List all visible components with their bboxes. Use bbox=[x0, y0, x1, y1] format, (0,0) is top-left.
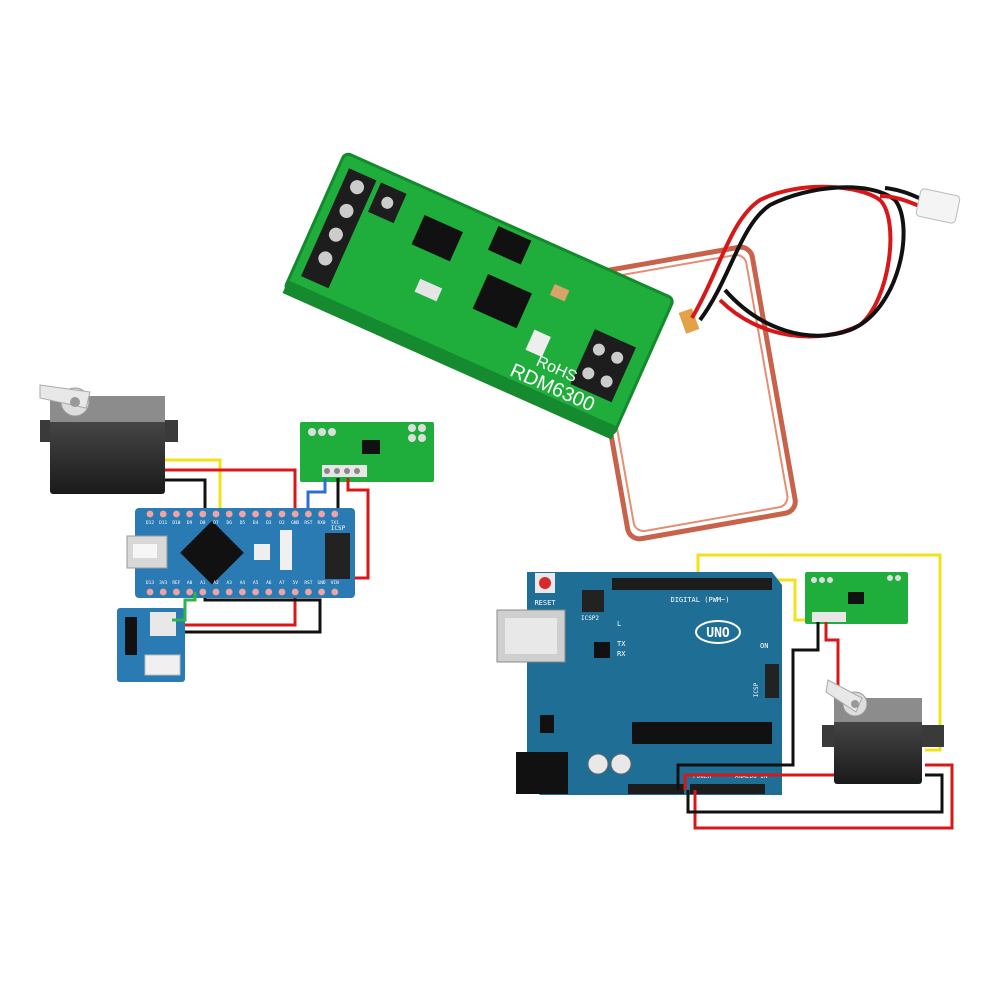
nano-pin-label: 5V bbox=[292, 580, 298, 586]
nano-pin bbox=[173, 510, 180, 518]
nano-pin-label: A6 bbox=[266, 580, 272, 586]
nano-pin bbox=[199, 510, 207, 518]
rdm6300-module-large: RDM6300 RoHS bbox=[282, 152, 961, 542]
nano-pin bbox=[212, 588, 220, 596]
nano-pin-label: GND bbox=[291, 520, 299, 526]
nano-pin bbox=[146, 510, 154, 518]
jst-connector-icon bbox=[915, 188, 961, 224]
uno-icsp-label: ICSP bbox=[753, 682, 760, 697]
nano-pin bbox=[331, 510, 339, 518]
nano-pin bbox=[318, 588, 325, 596]
nano-pin bbox=[199, 588, 207, 596]
nano-pin-label: A5 bbox=[253, 580, 259, 586]
nano-pin bbox=[239, 510, 246, 518]
chip-icon bbox=[411, 215, 463, 262]
nano-pin bbox=[252, 510, 259, 518]
rx-label: RX bbox=[617, 650, 626, 658]
arduino-uno-board: RESET ICSP2 DIGITAL (PWM~) UNO ON L TX R… bbox=[496, 572, 782, 795]
nano-pin bbox=[159, 510, 167, 518]
nano-pin bbox=[159, 588, 167, 596]
servo-adapter-board bbox=[117, 608, 185, 682]
nano-pin-label: A7 bbox=[279, 580, 285, 586]
rdm6300-module-small bbox=[300, 422, 434, 482]
nano-pin bbox=[186, 588, 194, 596]
nano-pin bbox=[173, 588, 180, 596]
nano-pin-label: A3 bbox=[226, 580, 232, 586]
servo-motor-icon bbox=[822, 679, 944, 784]
nano-pin-label: D11 bbox=[159, 520, 167, 526]
nano-pin-label: D12 bbox=[146, 520, 154, 526]
nano-pin bbox=[265, 510, 273, 518]
header-pins bbox=[301, 168, 636, 403]
nano-pin-label: D10 bbox=[172, 520, 180, 526]
nano-pin-label: REF bbox=[172, 580, 180, 586]
uno-wiring-diagram: RESET ICSP2 DIGITAL (PWM~) UNO ON L TX R… bbox=[496, 553, 954, 830]
rdm6300-module-small-uno bbox=[805, 572, 908, 624]
dc-jack-icon bbox=[516, 752, 568, 794]
nano-pin-label: VIN bbox=[331, 580, 339, 586]
nano-pin bbox=[212, 510, 220, 518]
chip-icon bbox=[472, 273, 532, 329]
usb-port-icon bbox=[496, 609, 566, 663]
nano-pin bbox=[186, 510, 194, 518]
usb-port-icon bbox=[126, 535, 168, 569]
nano-pin bbox=[291, 588, 299, 596]
nano-pin-label: D3 bbox=[266, 520, 272, 526]
nano-pin bbox=[291, 510, 299, 518]
nano-pin-label: 3V3 bbox=[159, 580, 167, 586]
coil-cable bbox=[690, 184, 961, 339]
nano-icsp-label: ICSP bbox=[331, 525, 346, 532]
nano-pin-label: A0 bbox=[187, 580, 193, 586]
nano-pin-label: D7 bbox=[213, 520, 219, 526]
nano-pin-label: D4 bbox=[253, 520, 259, 526]
tx-label: TX bbox=[617, 640, 626, 648]
on-label: ON bbox=[760, 642, 768, 650]
nano-pin-label: D5 bbox=[240, 520, 246, 526]
nano-pin bbox=[278, 588, 286, 596]
reset-label: RESET bbox=[534, 599, 556, 607]
nano-pin-label: D13 bbox=[146, 580, 154, 586]
nano-pin-label: A1 bbox=[200, 580, 206, 586]
nano-pin bbox=[239, 588, 246, 596]
nano-pin bbox=[146, 588, 154, 596]
nano-pin-label: RST bbox=[304, 520, 312, 526]
uno-logo-text: UNO bbox=[706, 626, 730, 641]
nano-pin-label: D9 bbox=[187, 520, 193, 526]
nano-pin-label: D8 bbox=[200, 520, 206, 526]
nano-pin bbox=[225, 510, 233, 518]
nano-pin bbox=[305, 510, 312, 518]
nano-pin-label: RST bbox=[304, 580, 312, 586]
digital-header bbox=[612, 578, 772, 590]
nano-pin-label: D2 bbox=[279, 520, 285, 526]
nano-pin bbox=[225, 588, 233, 596]
nano-pin-label: D6 bbox=[226, 520, 232, 526]
nano-pin bbox=[305, 588, 312, 596]
l-label: L bbox=[617, 620, 621, 628]
digital-label: DIGITAL (PWM~) bbox=[670, 596, 729, 604]
nano-pin bbox=[252, 588, 259, 596]
nano-pin-label: A2 bbox=[213, 580, 219, 586]
nano-pin-label: A4 bbox=[240, 580, 246, 586]
servo-motor-icon bbox=[39, 384, 178, 494]
icsp2-label: ICSP2 bbox=[581, 615, 599, 622]
nano-pin bbox=[278, 510, 286, 518]
nano-pin-label: RX0 bbox=[318, 520, 326, 526]
icsp-header bbox=[325, 533, 350, 579]
chip-icon bbox=[632, 722, 772, 744]
nano-pin bbox=[331, 588, 339, 596]
nano-pin-label: TX1 bbox=[331, 520, 339, 526]
nano-pin bbox=[318, 510, 325, 518]
nano-pin-label: GND bbox=[318, 580, 326, 586]
nano-pin bbox=[265, 588, 273, 596]
